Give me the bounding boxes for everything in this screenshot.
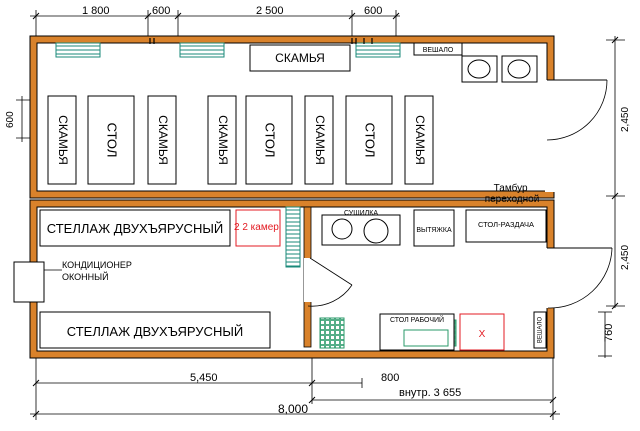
veshalo-side-label: ВЕШАЛО — [538, 317, 544, 344]
partition-door-gap — [304, 258, 312, 302]
hood — [413, 209, 455, 247]
dim-top-600a: 600 — [152, 5, 170, 17]
window-4 — [285, 206, 301, 268]
sink-2-bowl — [507, 59, 531, 79]
window-3 — [355, 42, 401, 58]
air-conditioner-label-line-1: КОНДИЦИОНЕР — [62, 260, 132, 270]
bench-v2 — [147, 95, 177, 185]
tambur-line-1: Тамбур — [494, 182, 528, 194]
serving-table-label: СТОЛ-РАЗДАЧА — [478, 220, 534, 229]
air-conditioner-label: КОНДИЦИОНЕР ОКОННЫЙ — [62, 260, 134, 282]
dim-top-1800: 1 800 — [82, 5, 110, 17]
sushka-bowl-1 — [331, 218, 353, 240]
partition-door-swing — [307, 284, 353, 307]
dim-bottom-5450: 5,450 — [190, 372, 218, 384]
two-chamber-label: 2 2 камер — [234, 222, 279, 233]
air-conditioner-label-line-2: ОКОННЫЙ — [62, 271, 109, 282]
shelf-top-label: СТЕЛЛАЖ ДВУХЪЯРУСНЫЙ — [47, 221, 223, 236]
bench-v5-label: СКАМЬЯ — [413, 115, 427, 165]
x-unit — [459, 313, 505, 351]
window-5 — [319, 317, 345, 349]
x-unit-label: Х — [479, 329, 486, 340]
table-v1 — [87, 95, 135, 185]
door-swing-bottom — [547, 247, 613, 309]
table-v2-label: СТОЛ — [263, 123, 278, 158]
dim-top-600b: 600 — [364, 5, 382, 17]
veshalo-top — [413, 42, 463, 56]
dim-bottom-inner: внутр. 3 655 — [399, 387, 461, 399]
coat-hooks — [149, 38, 373, 44]
hood-label: ВЫТЯЖКА — [416, 227, 452, 234]
bench-v1 — [47, 95, 77, 185]
dim-right-2450-top: 2,450 — [620, 107, 631, 132]
partition-door-leaf — [309, 257, 353, 286]
two-chamber-unit — [235, 209, 281, 247]
bench-v5 — [404, 95, 434, 185]
tambur-label: Тамбур переходной — [485, 182, 540, 205]
work-table-sink — [403, 329, 449, 347]
vertical-furniture — [47, 95, 434, 185]
veshalo-top-label: ВЕШАЛО — [423, 47, 454, 54]
bench-v3-label: СКАМЬЯ — [216, 115, 230, 165]
table-v2 — [245, 95, 293, 185]
air-conditioner — [13, 261, 45, 303]
walls — [29, 35, 555, 359]
bench-top — [249, 44, 351, 72]
bench-v4 — [304, 95, 334, 185]
serving-table — [465, 209, 547, 243]
shelf-bottom — [39, 311, 271, 349]
door-swing-top — [546, 79, 608, 141]
sushka-label: СУШИЛКА — [344, 210, 378, 217]
tambur-line-2: переходной — [485, 194, 540, 205]
dim-bottom-800: 800 — [381, 372, 399, 384]
window-1 — [55, 42, 101, 58]
table-v3-label: СТОЛ — [363, 123, 378, 158]
shelf-bottom-label: СТЕЛЛАЖ ДВУХЪЯРУСНЫЙ — [67, 324, 243, 339]
door-opening-top — [545, 80, 557, 192]
bench-v3 — [207, 95, 237, 185]
dimension-ticks — [32, 12, 619, 418]
bench-v4-label: СКАМЬЯ — [313, 115, 327, 165]
sushka-bowl-2 — [363, 218, 389, 244]
shelf-top — [39, 209, 231, 247]
dim-right-2450-bottom: 2,450 — [620, 245, 631, 270]
window-2 — [179, 42, 225, 58]
veshalo-side — [533, 311, 547, 349]
table-v1-label: СТОЛ — [105, 123, 120, 158]
dim-left-600: 600 — [5, 111, 16, 128]
door-opening-bottom — [545, 248, 557, 308]
bench-v1-label: СКАМЬЯ — [56, 115, 70, 165]
dim-right-760: 760 — [603, 324, 615, 342]
table-v3 — [345, 95, 393, 185]
bench-v2-label: СКАМЬЯ — [156, 115, 170, 165]
dim-bottom-total: 8,000 — [278, 402, 308, 416]
bench-top-label: СКАМЬЯ — [275, 51, 325, 65]
work-table-label: СТОЛ РАБОЧИЙ — [390, 315, 444, 324]
sink-1-bowl — [467, 59, 491, 79]
dim-top-2500: 2 500 — [256, 5, 284, 17]
